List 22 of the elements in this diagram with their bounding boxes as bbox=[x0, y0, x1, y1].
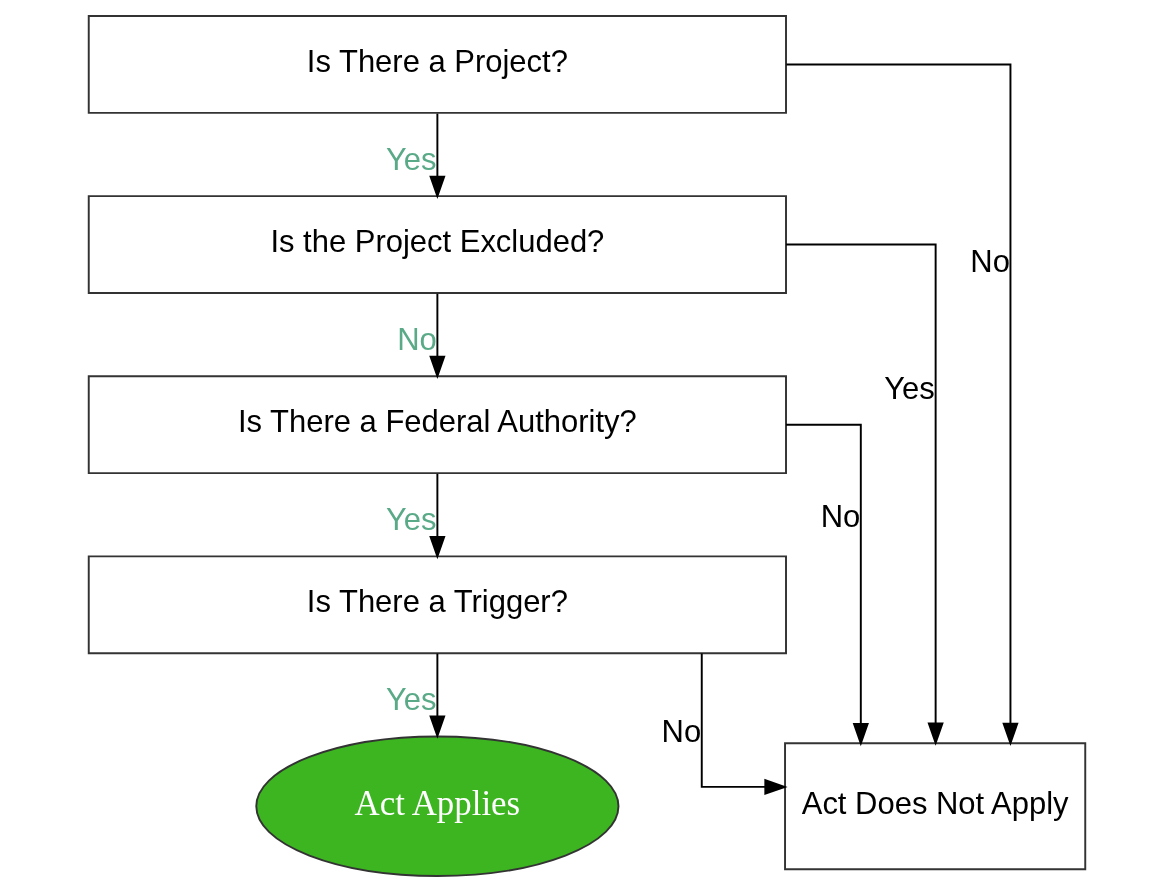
edge-label: No bbox=[820, 498, 861, 534]
arrow bbox=[785, 423, 869, 747]
arrow bbox=[785, 63, 1019, 746]
arrow bbox=[429, 472, 446, 560]
edge-label: Yes bbox=[385, 502, 437, 538]
edge-label: Yes bbox=[884, 371, 935, 407]
node-ellipse: Act Applies bbox=[255, 735, 620, 877]
node-box: Is the Project Excluded? bbox=[87, 195, 787, 294]
edge-label: Yes bbox=[385, 681, 437, 717]
arrow bbox=[429, 292, 446, 380]
edge-label: No bbox=[397, 322, 437, 358]
arrow bbox=[429, 112, 446, 199]
arrow bbox=[700, 652, 788, 796]
arrow bbox=[785, 243, 944, 746]
edge-label: No bbox=[970, 243, 1010, 279]
node-box: Is There a Project? bbox=[87, 15, 787, 114]
edge-label: Yes bbox=[385, 141, 437, 177]
edge-label: No bbox=[661, 713, 702, 749]
node-box: Is There a Federal Authority? bbox=[87, 375, 787, 475]
node-box: Is There a Trigger? bbox=[87, 555, 787, 655]
arrow bbox=[429, 652, 446, 739]
node-box: Act Does Not Apply bbox=[784, 742, 1087, 871]
